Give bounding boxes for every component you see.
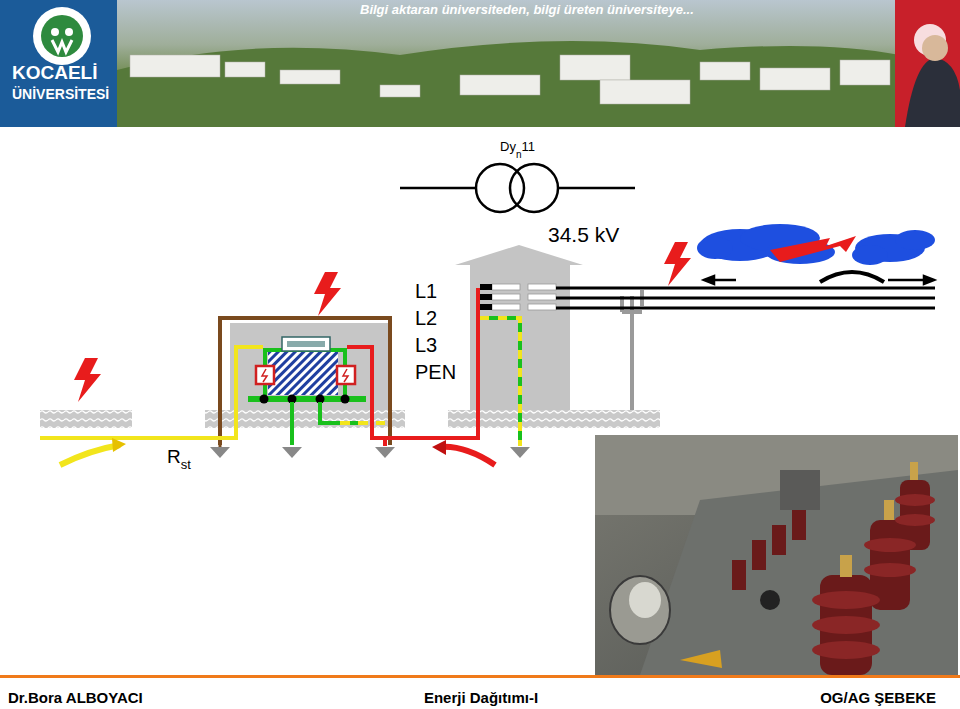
vector-group-subscript: n (516, 149, 522, 161)
phase-label: L3 (415, 334, 437, 357)
red-wire (347, 288, 478, 438)
surge-arrester (256, 366, 355, 384)
earth-electrode (210, 447, 530, 458)
logo-text: ÜNİVERSİTESİ (12, 86, 109, 102)
logo-panel (0, 0, 117, 127)
consumer-panel (230, 323, 388, 410)
resistance-symbol: R (167, 446, 181, 468)
conductor-label: PEN (415, 361, 456, 384)
section-title: OG/AG ŞEBEKE (820, 689, 936, 706)
yellow-wire (40, 347, 263, 438)
phase-label: L2 (415, 307, 437, 330)
pen-wire (480, 318, 520, 446)
voltage-label: 34.5 kV (548, 223, 619, 247)
transformer-symbol (400, 164, 635, 212)
logo-text: KOCAELİ (12, 62, 98, 84)
direction-arrow (704, 276, 934, 284)
course-name: Enerji Dağıtımı-I (424, 689, 538, 706)
substation-roof (455, 245, 583, 265)
vector-group: Dy (500, 140, 516, 155)
building-outline (220, 318, 390, 445)
phase-label: L1 (415, 280, 437, 303)
author: Dr.Bora ALBOYACI (8, 689, 143, 706)
slogan: Bilgi aktaran üniversiteden, bilgi ürete… (360, 3, 694, 18)
vector-group: 11 (521, 140, 535, 155)
device (282, 337, 330, 351)
lightning-bolt (770, 236, 856, 262)
logo-emblem (33, 7, 91, 65)
overhead-line (556, 288, 935, 308)
transformer-photo (595, 435, 958, 675)
ground-strip (40, 410, 660, 428)
resistance-subscript: st (181, 458, 191, 473)
campus-photo (0, 0, 960, 127)
footer-rule (0, 675, 960, 678)
cloud (697, 224, 935, 265)
flag-portrait (895, 0, 960, 127)
appliance (268, 352, 338, 395)
